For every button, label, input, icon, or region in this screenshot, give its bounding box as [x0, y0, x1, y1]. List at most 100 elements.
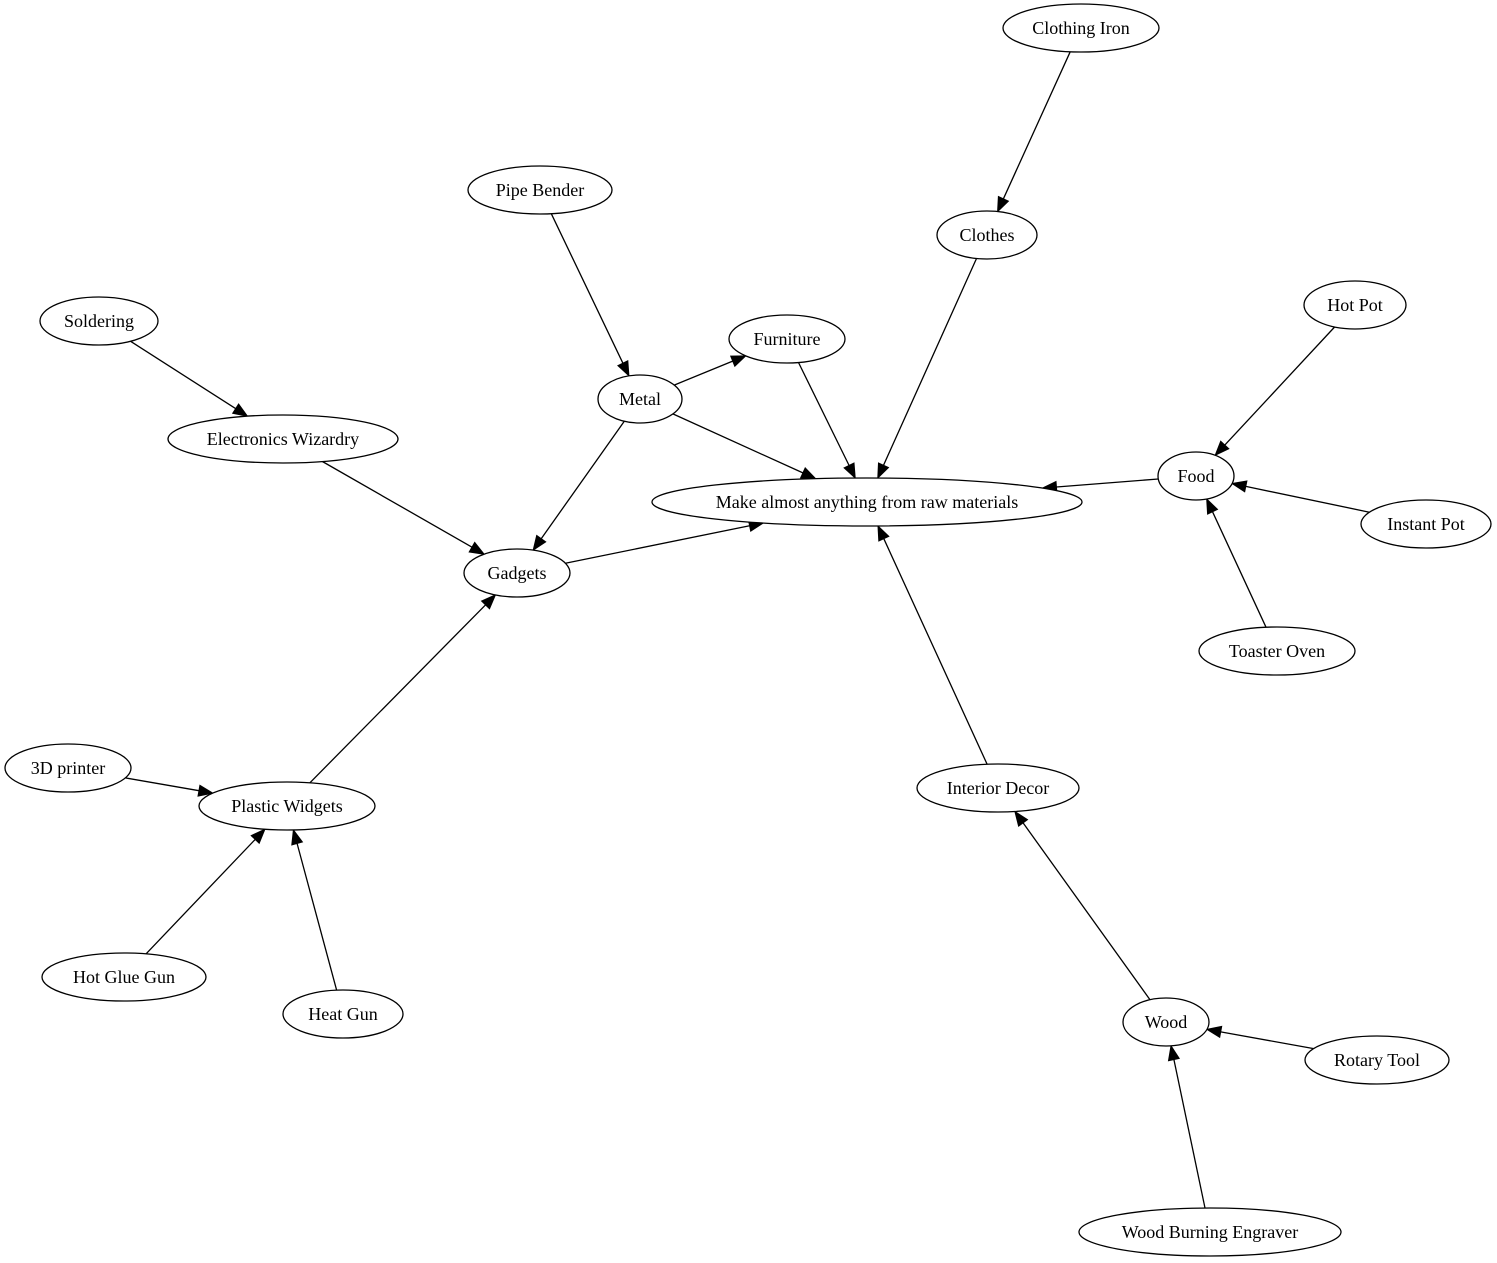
node-shape — [916, 763, 1080, 813]
node-electronics-wizardry: Electronics Wizardry — [167, 414, 399, 464]
arrowhead-icon — [877, 524, 890, 542]
node-soldering: Soldering — [39, 296, 159, 346]
edge-wood-to-interior_decor — [1014, 810, 1151, 1001]
node-shape — [198, 781, 376, 831]
arrowhead-icon — [1214, 440, 1230, 457]
arrowhead-icon — [468, 541, 486, 555]
arrowhead-icon — [843, 462, 856, 480]
edge-line — [309, 604, 486, 784]
edge-soldering-to-electronics_wizardry — [130, 340, 249, 417]
edge-clothes-to-make — [877, 258, 978, 480]
edge-furniture-to-make — [797, 362, 856, 480]
node-shape — [167, 414, 399, 464]
edge-pipe_bender-to-metal — [550, 213, 630, 378]
node-wood: Wood — [1122, 997, 1210, 1047]
node-shape — [597, 374, 683, 424]
edge-line — [673, 360, 733, 386]
arrowhead-icon — [1205, 1025, 1223, 1039]
node-label: Wood Burning Engraver — [1122, 1222, 1299, 1242]
arrowhead-icon — [231, 403, 249, 417]
node-instant-pot: Instant Pot — [1360, 499, 1492, 549]
arrowhead-icon — [480, 593, 497, 610]
arrowhead-icon — [1230, 480, 1248, 493]
edge-line — [1211, 511, 1267, 628]
node-label: Hot Pot — [1327, 295, 1383, 315]
edge-interior_decor-to-make — [877, 524, 988, 765]
node-shape — [1122, 997, 1210, 1047]
node-shape — [282, 989, 404, 1039]
node-label: Make almost anything from raw materials — [716, 492, 1018, 512]
node-label: Metal — [619, 389, 661, 409]
edge-line — [672, 413, 804, 474]
node-make: Make almost anything from raw materials — [651, 477, 1083, 527]
edge-hot_glue_gun-to-plastic_widgets — [145, 828, 266, 955]
edge-line — [1245, 485, 1370, 513]
edge-heat_gun-to-plastic_widgets — [291, 828, 338, 991]
node-label: Furniture — [754, 329, 821, 349]
edge-hot_pot-to-food — [1214, 326, 1336, 457]
edge-electronics_wizardry-to-gadgets — [322, 460, 486, 555]
node-food: Food — [1157, 451, 1235, 501]
edge-line — [540, 420, 625, 540]
node-rotary-tool: Rotary Tool — [1304, 1035, 1450, 1085]
node-clothes: Clothes — [936, 210, 1038, 260]
edges-layer — [125, 51, 1370, 1209]
edge-clothing_iron-to-clothes — [997, 51, 1071, 213]
node-hot-glue-gun: Hot Glue Gun — [41, 952, 207, 1002]
edge-line — [130, 340, 236, 410]
edge-line — [565, 525, 750, 564]
edge-metal-to-make — [672, 413, 817, 480]
node-label: Food — [1177, 466, 1214, 486]
edge-line — [797, 362, 850, 466]
node-shape — [467, 165, 613, 215]
node-heat-gun: Heat Gun — [282, 989, 404, 1039]
node-shape — [39, 296, 159, 346]
node-label: Instant Pot — [1387, 514, 1465, 534]
edge-printer_3d-to-plastic_widgets — [125, 777, 215, 797]
node-label: Clothing Iron — [1032, 18, 1130, 38]
node-shape — [463, 548, 571, 598]
arrowhead-icon — [291, 828, 304, 846]
node-label: Pipe Bender — [496, 180, 584, 200]
node-interior-decor: Interior Decor — [916, 763, 1080, 813]
nodes-layer: Make almost anything from raw materialsG… — [4, 3, 1492, 1257]
node-label: Soldering — [64, 311, 134, 331]
edge-gadgets-to-make — [565, 519, 765, 564]
edge-line — [125, 777, 200, 792]
node-label: Rotary Tool — [1334, 1050, 1420, 1070]
node-shape — [1078, 1207, 1342, 1257]
node-shape — [1303, 280, 1407, 330]
edge-metal-to-furniture — [673, 355, 747, 386]
node-pipe-bender: Pipe Bender — [467, 165, 613, 215]
edge-line — [882, 258, 978, 466]
edge-metal-to-gadgets — [532, 420, 625, 552]
arrowhead-icon — [197, 784, 215, 797]
arrowhead-icon — [532, 534, 547, 552]
edge-line — [1022, 822, 1151, 1001]
node-shape — [1157, 451, 1235, 501]
node-furniture: Furniture — [728, 314, 846, 364]
edge-line — [296, 843, 338, 991]
edge-line — [1173, 1059, 1206, 1209]
node-label: Gadgets — [488, 563, 547, 583]
arrowhead-icon — [877, 462, 890, 480]
node-label: Hot Glue Gun — [73, 967, 175, 987]
arrowhead-icon — [729, 355, 747, 368]
node-shape — [1304, 1035, 1450, 1085]
node-label: Electronics Wizardry — [207, 429, 359, 449]
arrowhead-icon — [1167, 1044, 1181, 1062]
arrowhead-icon — [997, 195, 1010, 213]
edge-line — [322, 460, 473, 548]
edge-food-to-make — [1041, 478, 1159, 494]
node-shape — [1002, 3, 1160, 53]
node-gadgets: Gadgets — [463, 548, 571, 598]
node-shape — [41, 952, 207, 1002]
edge-toaster_oven-to-food — [1206, 497, 1267, 628]
node-wood-burning-engraver: Wood Burning Engraver — [1078, 1207, 1342, 1257]
edge-line — [550, 213, 624, 364]
node-shape — [1198, 626, 1356, 676]
node-shape — [728, 314, 846, 364]
node-shape — [1360, 499, 1492, 549]
node-shape — [4, 743, 132, 793]
